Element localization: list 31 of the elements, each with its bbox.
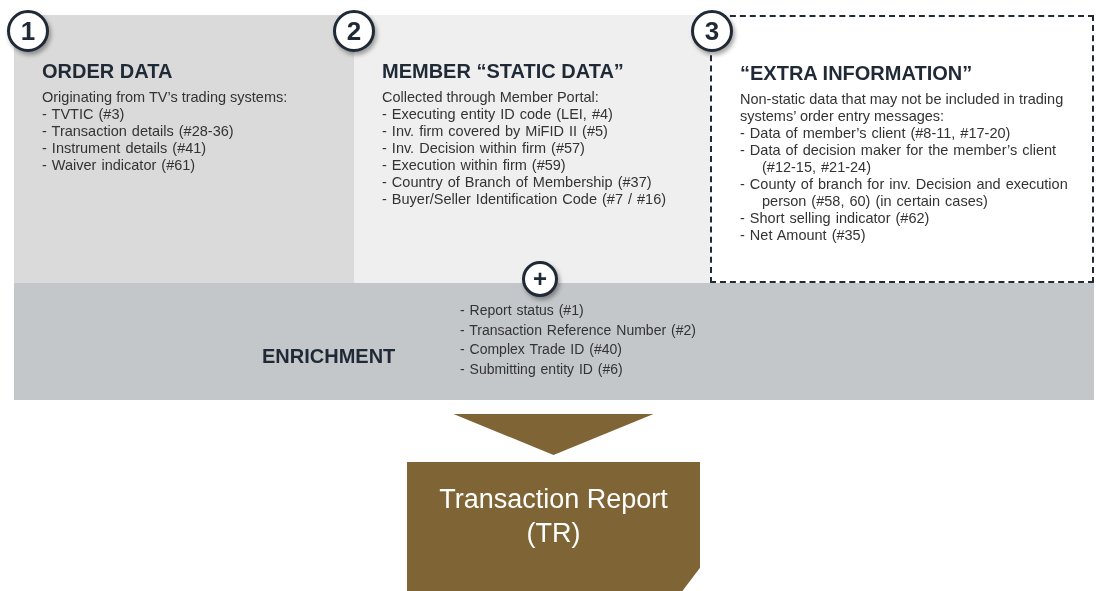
chevron-arrow (453, 414, 654, 455)
list-item: - Report status (#1) (460, 301, 585, 320)
list-item: - Execution within firm (#59) (382, 157, 567, 174)
list-item: - Waiver indicator (#61) (42, 157, 197, 174)
list-item: - Inv. Decision within firm (#57) (382, 140, 586, 157)
band-heading: ENRICHMENT (262, 345, 396, 368)
enrichment-band (14, 283, 1094, 400)
panel-heading: ORDER DATA (42, 60, 174, 83)
report-box (407, 462, 700, 591)
panel-intro: Collected through Member Portal: (382, 89, 600, 106)
list-item: - Executing entity ID code (LEI, #4) (382, 106, 614, 123)
report-title: Transaction Report (TR) (438, 483, 669, 550)
list-item: - Submitting entity ID (#6) (460, 359, 624, 379)
list-item: - Buyer/Seller Identification Code (#7 / #16) (382, 191, 668, 208)
list-item: - County of branch for inv. Decision and execution person (#58, 60) (in certain cases) (740, 176, 1069, 210)
list-item: - Short selling indicator (#62) (740, 210, 931, 227)
list-item: - Inv. firm covered by MiFID II (#5) (382, 123, 609, 140)
list-item: - Net Amount (#35) (740, 227, 867, 244)
panel-heading: “EXTRA INFORMATION” (740, 62, 974, 85)
list-item: - Instrument details (#41) (42, 140, 208, 157)
list-item: - TVTIC (#3) (42, 106, 126, 123)
list-item: - Country of Branch of Membership (#37) (382, 174, 653, 191)
list-item: - Transaction details (#28-36) (42, 123, 235, 140)
list-item: - Complex Trade ID (#40) (460, 340, 623, 359)
panel-heading: MEMBER “STATIC DATA” (382, 60, 625, 83)
list-item: - Data of decision maker for the member’s client (#12-15, #21-24) (740, 142, 1058, 176)
panel-intro: Originating from TV’s trading systems: (42, 89, 289, 106)
number-badge: 1 (7, 10, 49, 52)
panel-intro: Non-static data that may not be included in trading systems’ order entry messages: (740, 91, 1065, 125)
list-item: - Data of member’s client (#8-11, #17-20) (740, 125, 1012, 142)
list-item: - Transaction Reference Number (#2) (460, 320, 696, 340)
